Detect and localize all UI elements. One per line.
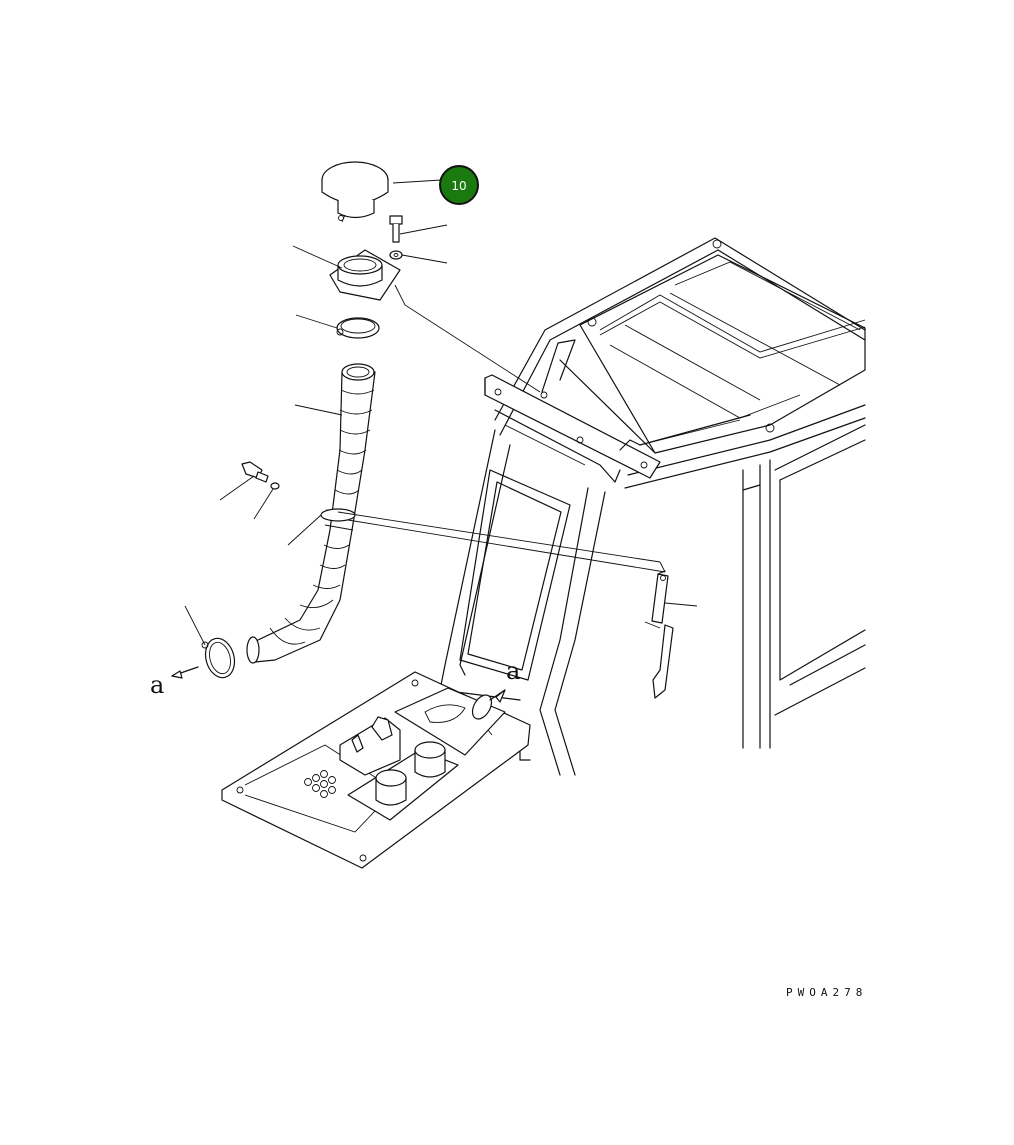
callout-number: 10 bbox=[451, 179, 466, 193]
hose-clamp-upper bbox=[336, 317, 380, 339]
washer bbox=[389, 250, 403, 260]
keypad bbox=[304, 770, 336, 798]
mounting-bolt bbox=[389, 215, 403, 243]
air-intake-cap bbox=[321, 161, 389, 223]
intake-hose bbox=[246, 363, 376, 664]
support-bracket bbox=[644, 570, 674, 699]
hose-clamp-lower bbox=[171, 637, 236, 679]
view-label-left: a bbox=[150, 671, 164, 699]
floor-panel bbox=[221, 671, 531, 869]
cab-frame bbox=[439, 237, 866, 776]
leader-lines bbox=[184, 179, 698, 646]
small-bolt bbox=[241, 461, 280, 490]
intake-flange bbox=[329, 249, 401, 301]
view-label-right: a bbox=[506, 657, 520, 685]
callout-10[interactable]: 10 bbox=[439, 165, 479, 205]
hose-band bbox=[320, 508, 356, 522]
drawing-code: PWOA278 bbox=[786, 986, 867, 999]
